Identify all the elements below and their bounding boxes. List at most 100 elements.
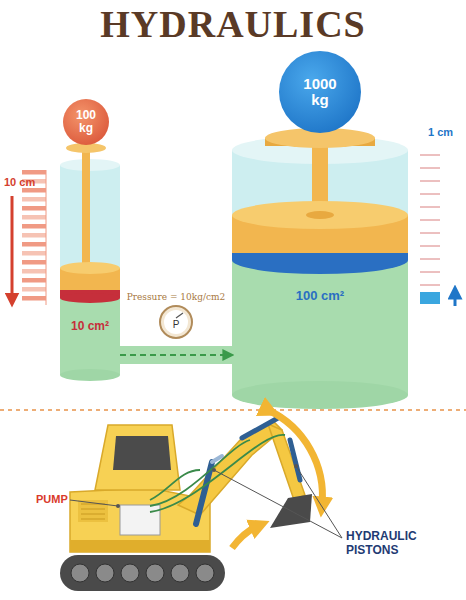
left-ruler bbox=[46, 170, 47, 305]
large-cylinder bbox=[232, 260, 408, 395]
gauge-dial bbox=[160, 306, 192, 338]
left-ruler bbox=[22, 233, 46, 238]
small-cylinder bbox=[60, 296, 120, 375]
excavator bbox=[121, 564, 139, 582]
excavator bbox=[81, 519, 105, 520]
weight-label: 100 kg bbox=[71, 109, 101, 134]
excavator bbox=[60, 410, 322, 591]
left-ruler bbox=[22, 287, 46, 292]
gauge-needle bbox=[176, 313, 183, 318]
excavator bbox=[146, 564, 164, 582]
left-ruler bbox=[22, 170, 46, 305]
part-label: PUMP bbox=[36, 493, 68, 506]
excavator bbox=[150, 435, 285, 512]
right-ruler bbox=[420, 246, 440, 247]
ball-outline bbox=[279, 51, 361, 133]
title: HYDRAULICS bbox=[0, 2, 466, 46]
excavator bbox=[171, 564, 189, 582]
leader-line bbox=[294, 464, 298, 468]
excavator bbox=[120, 505, 160, 535]
load-ball: 100 kg bbox=[62, 98, 110, 146]
gauge-caption: Pressure = 10kg/cm2 bbox=[123, 292, 229, 302]
area-label: 10 cm² bbox=[71, 319, 109, 333]
left-ruler bbox=[22, 197, 46, 202]
part-label: HYDRAULIC PISTONS bbox=[346, 530, 458, 558]
excavator bbox=[290, 440, 300, 480]
excavator bbox=[60, 555, 225, 591]
left-ruler bbox=[22, 215, 46, 220]
leader-line bbox=[296, 466, 342, 538]
connecting-pipe bbox=[118, 346, 234, 364]
weight-label: 1000 kg bbox=[295, 76, 345, 108]
connecting-pipe bbox=[118, 346, 234, 364]
excavator bbox=[70, 540, 210, 552]
left-arrow bbox=[11, 196, 14, 300]
small-cylinder bbox=[60, 293, 120, 303]
left-ruler bbox=[22, 260, 46, 265]
large-cylinder bbox=[232, 128, 408, 409]
dimension-label: 10 cm bbox=[4, 176, 35, 189]
leader-line bbox=[212, 468, 216, 472]
excavator bbox=[232, 526, 258, 548]
excavator bbox=[268, 410, 322, 505]
divider-line bbox=[0, 410, 466, 411]
displacement-marker bbox=[454, 292, 457, 306]
left-ruler bbox=[22, 251, 46, 256]
left-ruler bbox=[22, 269, 46, 274]
right-ruler bbox=[420, 272, 440, 273]
area-label: 100 cm² bbox=[296, 288, 344, 303]
excavator bbox=[81, 514, 105, 515]
left-ruler bbox=[22, 170, 46, 175]
excavator bbox=[71, 564, 214, 582]
left-arrow bbox=[12, 196, 13, 300]
large-cylinder bbox=[232, 201, 408, 229]
divider-line bbox=[0, 409, 466, 411]
dimension-label: 1 cm bbox=[428, 126, 453, 139]
left-ruler bbox=[22, 206, 46, 211]
small-cylinder bbox=[82, 148, 90, 270]
right-ruler bbox=[420, 220, 440, 221]
left-ruler bbox=[22, 278, 46, 283]
excavator bbox=[95, 425, 180, 490]
right-ruler bbox=[420, 233, 440, 234]
large-cylinder bbox=[232, 253, 408, 260]
right-ruler bbox=[420, 259, 440, 260]
excavator bbox=[242, 418, 278, 438]
ball-outline bbox=[63, 99, 109, 145]
leader-line bbox=[70, 464, 342, 538]
right-ruler bbox=[420, 181, 440, 182]
gauge-dial: P bbox=[159, 305, 193, 339]
small-cylinder bbox=[60, 143, 120, 381]
leader-line bbox=[70, 500, 118, 506]
load-ball: 1000 kg bbox=[278, 50, 362, 134]
gauge-symbol: P bbox=[159, 320, 193, 330]
excavator bbox=[113, 436, 171, 470]
small-cylinder bbox=[60, 369, 120, 381]
left-ruler bbox=[22, 188, 46, 193]
large-cylinder bbox=[232, 381, 408, 409]
pressure-gauge: Pressure = 10kg/cm2P bbox=[123, 292, 229, 348]
left-ruler bbox=[22, 296, 46, 301]
right-ruler bbox=[420, 168, 440, 169]
excavator bbox=[96, 564, 114, 582]
right-ruler bbox=[420, 194, 440, 195]
leader-line bbox=[214, 470, 342, 538]
excavator bbox=[196, 564, 214, 582]
flow-connector bbox=[120, 354, 232, 356]
right-ruler bbox=[420, 155, 440, 285]
displacement-marker bbox=[420, 292, 440, 304]
right-ruler bbox=[420, 207, 440, 208]
leader-line bbox=[116, 504, 120, 508]
displacement-marker bbox=[420, 292, 455, 306]
excavator bbox=[71, 564, 89, 582]
left-ruler bbox=[22, 224, 46, 229]
small-cylinder bbox=[60, 262, 120, 274]
large-cylinder bbox=[232, 260, 408, 274]
large-cylinder-area: 100 cm² bbox=[232, 280, 408, 310]
right-ruler bbox=[420, 155, 440, 156]
small-cylinder-area: 10 cm² bbox=[60, 312, 120, 340]
excavator bbox=[81, 504, 105, 519]
right-ruler bbox=[420, 285, 440, 286]
